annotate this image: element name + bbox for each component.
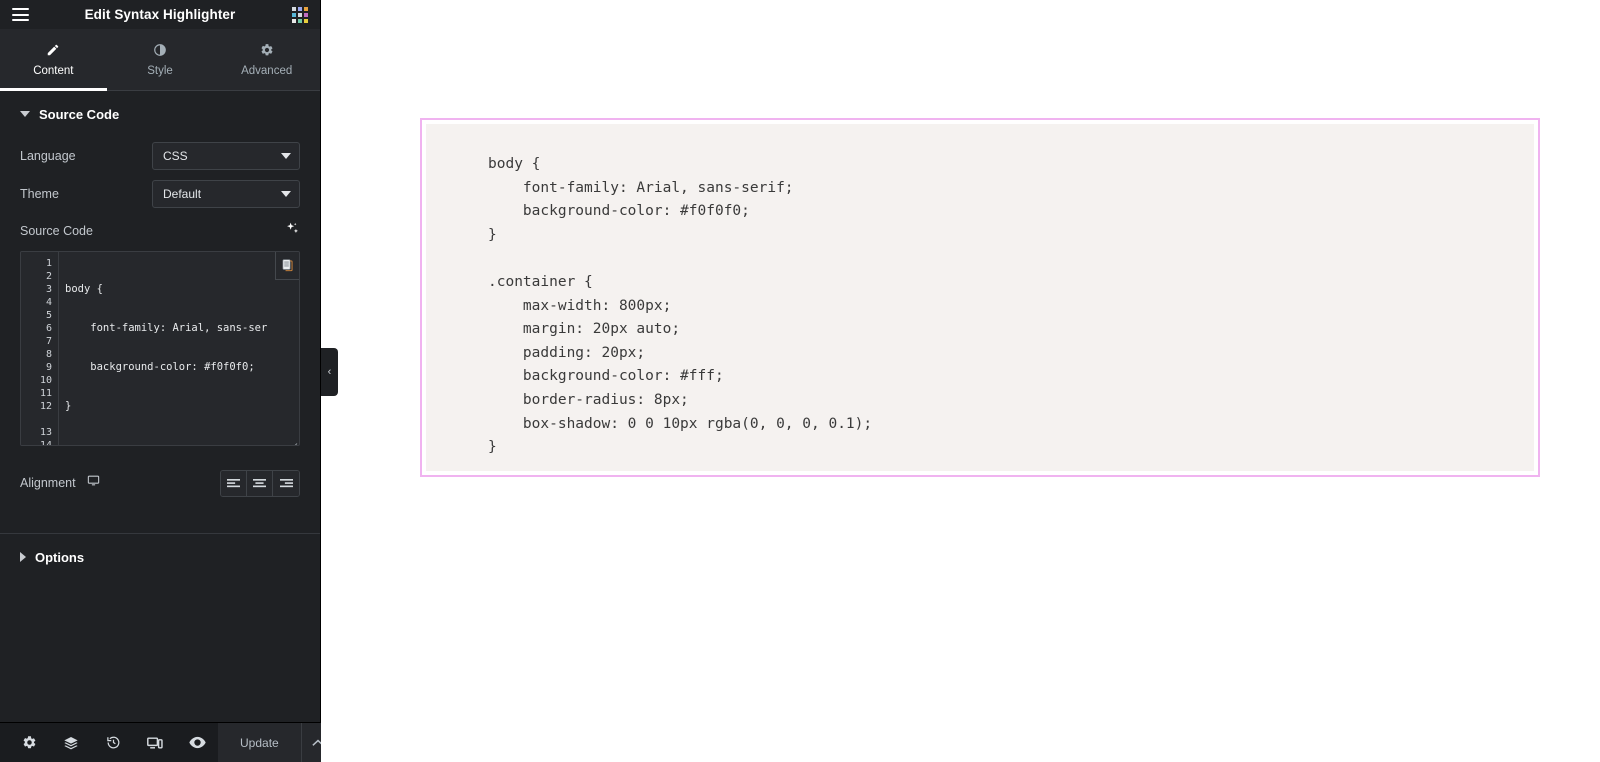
update-button[interactable]: Update (240, 735, 279, 750)
caret-down-icon (20, 111, 30, 117)
language-select[interactable]: CSS (152, 142, 300, 170)
language-value: CSS (163, 149, 188, 163)
pencil-icon (46, 43, 60, 58)
tab-label: Advanced (241, 64, 293, 77)
line-number: 5 (45, 310, 52, 321)
tab-content[interactable]: Content (0, 29, 107, 91)
tab-label: Content (33, 64, 74, 77)
theme-value: Default (163, 187, 202, 201)
alignment-button-group (220, 469, 300, 497)
tab-style[interactable]: Style (107, 29, 214, 90)
panel-collapse-handle[interactable]: ‹ (321, 348, 338, 396)
syntax-highlighter-widget[interactable]: body { font-family: Arial, sans-serif; b… (420, 118, 1540, 477)
line-number: 1 (45, 258, 52, 269)
hamburger-icon[interactable] (12, 8, 29, 21)
align-left-button[interactable] (221, 470, 247, 496)
code-line (65, 439, 299, 445)
code-line: background-color: #f0f0f0; (65, 361, 255, 373)
source-code-label-row: Source Code (0, 217, 320, 245)
line-number: 9 (45, 362, 52, 373)
editor-panel: Edit Syntax Highlighter Content Style (0, 0, 335, 762)
update-group: Update (218, 722, 335, 762)
apps-grid-icon[interactable] (292, 6, 308, 23)
line-number: 13 (39, 427, 52, 438)
page-title: Edit Syntax Highlighter (84, 7, 236, 22)
tab-label: Style (147, 64, 173, 77)
align-center-button[interactable] (247, 470, 273, 496)
theme-label: Theme (20, 187, 59, 201)
caret-right-icon (20, 552, 26, 562)
line-number: 11 (39, 388, 52, 399)
line-number: 10 (39, 375, 52, 386)
language-label: Language (20, 149, 76, 163)
preview-eye-icon[interactable] (176, 723, 218, 762)
line-number: 8 (45, 349, 52, 360)
editor-resize-handle[interactable] (288, 435, 298, 445)
preview-canvas: body { font-family: Arial, sans-serif; b… (321, 0, 1600, 762)
panel-body: Source Code Language CSS Theme (0, 91, 320, 722)
section-divider (0, 533, 320, 534)
section-options[interactable]: Options (0, 534, 320, 580)
gear-icon[interactable] (8, 723, 50, 762)
line-number: 3 (45, 284, 52, 295)
section-title: Source Code (39, 106, 120, 122)
contrast-icon (153, 43, 167, 58)
editor-text[interactable]: body { font-family: Arial, sans-ser back… (59, 252, 299, 445)
panel-tabs: Content Style Advanced (0, 29, 320, 91)
line-number: 14 (39, 440, 52, 446)
code-preview-block: body { font-family: Arial, sans-serif; b… (426, 124, 1534, 471)
code-line: body { (65, 283, 103, 295)
line-number: 12 (39, 401, 52, 412)
language-row: Language CSS (0, 137, 320, 175)
code-line: } (65, 400, 72, 412)
source-code-editor[interactable]: 1 2 3 4 5 6 7 8 9 10 11 12 13 14 (20, 251, 300, 446)
line-number: 6 (45, 323, 52, 334)
theme-select-wrap: Default (152, 180, 300, 208)
chevron-left-icon: ‹ (327, 366, 332, 378)
align-right-button[interactable] (273, 470, 299, 496)
line-number: 4 (45, 297, 52, 308)
language-select-highlight: CSS (147, 137, 305, 175)
alignment-row: Alignment (0, 463, 320, 503)
gear-icon (260, 43, 274, 58)
panel-footer: Update (0, 722, 335, 762)
desktop-icon[interactable] (87, 474, 100, 492)
line-number: 7 (45, 336, 52, 347)
history-icon[interactable] (92, 723, 134, 762)
theme-select[interactable]: Default (152, 180, 300, 208)
tab-advanced[interactable]: Advanced (213, 29, 320, 90)
ai-sparkle-icon[interactable] (285, 221, 300, 241)
panel-header: Edit Syntax Highlighter (0, 0, 320, 29)
source-code-label: Source Code (20, 224, 93, 238)
theme-row: Theme Default (0, 175, 320, 213)
alignment-label: Alignment (20, 476, 76, 490)
copy-icon[interactable] (275, 252, 299, 280)
code-line: font-family: Arial, sans-ser (65, 322, 268, 334)
section-source-code[interactable]: Source Code (0, 91, 320, 137)
responsive-icon[interactable] (134, 723, 176, 762)
section-title: Options (35, 549, 85, 565)
layers-icon[interactable] (50, 723, 92, 762)
line-number: 2 (45, 271, 52, 282)
editor-line-numbers: 1 2 3 4 5 6 7 8 9 10 11 12 13 14 (21, 252, 59, 445)
